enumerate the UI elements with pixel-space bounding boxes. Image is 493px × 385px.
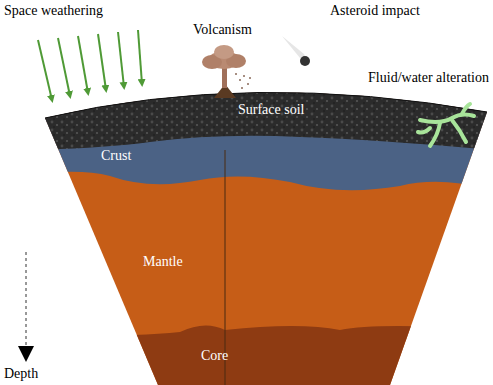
- layer-label: Mantle: [143, 254, 183, 270]
- process-label: Fluid/water alteration: [368, 70, 489, 86]
- layer-label: Surface soil: [238, 102, 304, 118]
- axis-label: Depth: [4, 366, 38, 382]
- process-label: Space weathering: [4, 3, 103, 19]
- layer-label: Core: [201, 348, 228, 364]
- layer-label: Crust: [101, 148, 131, 164]
- process-label: Volcanism: [193, 22, 252, 38]
- process-label: Asteroid impact: [330, 3, 420, 19]
